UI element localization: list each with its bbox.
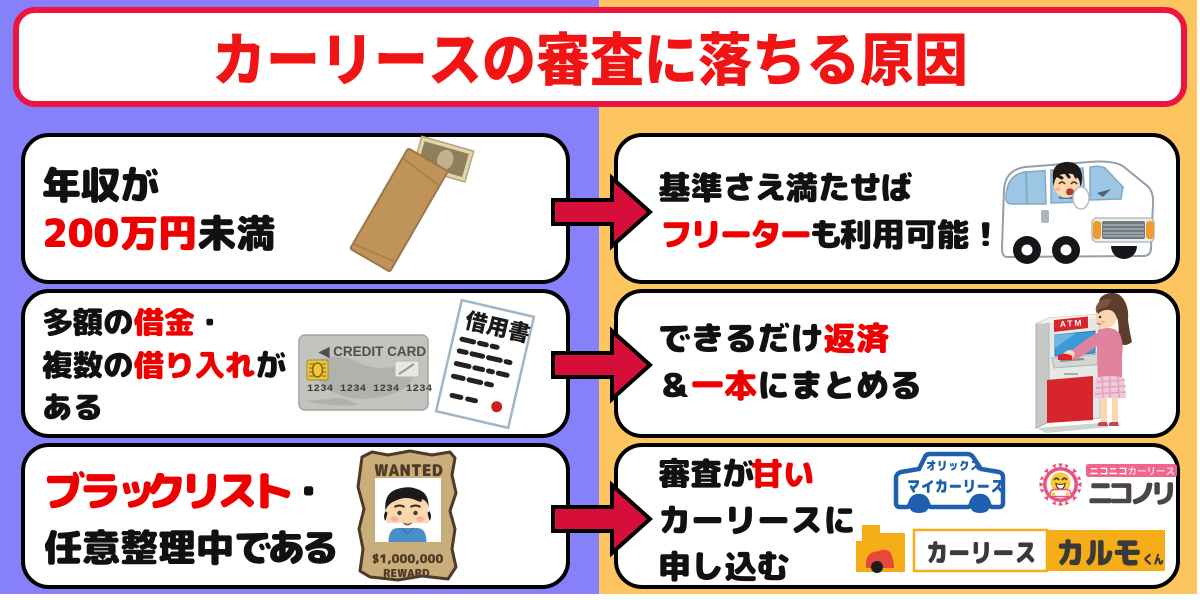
svg-text:ATM: ATM (1059, 317, 1083, 329)
svg-text:1234 1234 1234 1234: 1234 1234 1234 1234 (307, 383, 432, 395)
svg-text:◀ CREDIT CARD: ◀ CREDIT CARD (318, 344, 426, 359)
